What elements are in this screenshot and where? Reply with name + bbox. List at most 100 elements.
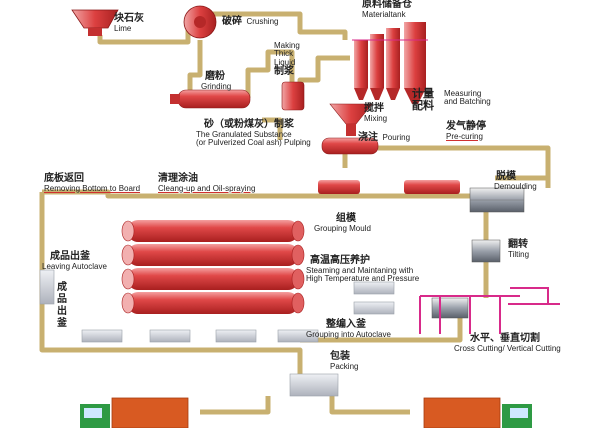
thick-liquid-tank — [281, 81, 305, 111]
conveyor-pulping-feed — [262, 117, 283, 140]
label-material-zh: 原料储备仓 — [362, 0, 412, 10]
tilting-machine — [471, 239, 501, 263]
label-removing-zh: 底板返回 — [44, 173, 84, 184]
label-mixing: 搅拌 Mixing — [364, 103, 388, 123]
material-tanks — [352, 22, 428, 104]
label-leaving-en: Leaving Autoclave — [42, 261, 107, 271]
label-grouping: 组模 Grouping Mould — [314, 213, 371, 233]
autoclave-3 — [128, 292, 298, 314]
label-grinding-zh: 磨粉 — [205, 71, 225, 82]
label-packing: 包装 Packing — [330, 351, 359, 371]
label-pulping: 砂（或粉煤灰）制浆 The Granulated Substance (or P… — [196, 119, 311, 147]
label-removing: 底板返回 Removing Bottom to Board — [44, 173, 141, 193]
conveyor-lime-to-crusher — [97, 26, 191, 45]
label-crushing-en: Crushing — [246, 17, 279, 26]
label-lime-en: Lime — [114, 23, 132, 33]
label-precuring: 发气静停 Pre-curing — [446, 121, 486, 141]
lime-hopper — [71, 9, 119, 36]
trucks — [80, 397, 532, 428]
brick-blocks — [39, 269, 395, 397]
label-pouring: 浇注 Pouring — [358, 128, 410, 145]
label-grouping-zh: 组模 — [336, 213, 356, 224]
label-measuring-en2: and Batching — [444, 97, 491, 107]
conveyor-slurry-to-mixer — [297, 55, 350, 95]
conveyor-cut-to-autoclave — [300, 318, 463, 343]
label-precuring-zh: 发气静停 — [446, 121, 486, 132]
label-grinding-en: Grinding — [201, 81, 232, 91]
autoclave-1 — [128, 244, 298, 266]
label-cutting: 水平、垂直切割 Cross Cutting/ Vertical Cutting — [454, 333, 561, 353]
label-measuring-zh1: 计量 — [412, 87, 434, 100]
autoclave-2 — [128, 268, 298, 290]
label-thick-liquid: Making Thick Liquid 制浆 — [274, 41, 300, 78]
label-lime-zh: 块石灰 — [114, 13, 144, 24]
label-leaving-v2: 品 — [57, 294, 67, 305]
label-thick-en2: Thick — [274, 49, 294, 59]
label-pouring-en: Pouring — [382, 133, 411, 142]
label-lime: 块石灰 Lime — [114, 13, 144, 33]
label-measuring-en1: Measuring — [444, 89, 482, 98]
label-steaming-zh: 高温高压养护 — [310, 255, 370, 266]
grinding-mill — [170, 89, 251, 109]
label-thick-en1: Making — [274, 41, 300, 50]
label-cleaning-en: Cleang-up and Oil-spraying — [158, 183, 256, 193]
label-packing-en: Packing — [330, 361, 359, 371]
label-tilting-en: Tilting — [508, 249, 530, 259]
label-tilting: 翻转 Tilting — [508, 239, 530, 259]
label-mixing-zh: 搅拌 — [364, 103, 384, 114]
label-crushing-zh: 破碎 — [222, 16, 242, 27]
autoclave-0 — [128, 220, 298, 242]
label-pouring-zh: 浇注 — [358, 132, 378, 143]
label-removing-en: Removing Bottom to Board — [44, 183, 141, 193]
pulping-tube — [321, 137, 379, 155]
conveyor-crusher-to-mill — [187, 40, 203, 90]
label-measuring-zh2: 配料 — [412, 98, 434, 112]
label-mixing-en: Mixing — [364, 113, 388, 123]
label-measuring: 计量 配料 — [412, 88, 434, 111]
mixer-funnel — [329, 103, 373, 136]
label-demoulding-en: Demoulding — [494, 181, 537, 191]
label-tilting-zh: 翻转 — [508, 239, 528, 250]
conveyor-packing-out — [200, 396, 410, 415]
label-measuring-en: Measuring and Batching — [444, 89, 491, 107]
label-leaving-zh: 成品出釜 — [50, 251, 90, 262]
label-packing-zh: 包装 — [330, 351, 350, 362]
label-thick-zh: 制浆 — [274, 66, 294, 78]
demoulding-mould — [469, 187, 525, 213]
conveyor-mixer-to-precure — [378, 145, 551, 188]
label-cleaning-zh: 清理涂油 — [158, 173, 198, 184]
label-cutting-en: Cross Cutting/ Vertical Cutting — [454, 343, 561, 353]
autoclaves — [121, 220, 305, 314]
label-thick-en3: Liquid — [274, 57, 296, 67]
label-grinding: 磨粉 Grinding — [201, 71, 231, 91]
label-demoulding-zh: 脱模 — [496, 171, 516, 182]
label-autoclave-en: Grouping into Autoclave — [306, 329, 391, 339]
label-steaming: 高温高压养护 Steaming and Maintaning with High… — [306, 255, 420, 283]
label-pulping-en2: (or Pulverized Coal ash) Pulping — [196, 137, 311, 147]
label-cleaning: 清理涂油 Cleang-up and Oil-spraying — [158, 173, 256, 193]
crusher — [183, 5, 217, 39]
label-leaving: 成品出釜 Leaving Autoclave — [42, 251, 107, 271]
label-leaving-v4: 釜 — [57, 318, 67, 329]
label-precuring-en: Pre-curing — [446, 131, 483, 141]
label-autoclave: 整编入釜 Grouping into Autoclave — [306, 319, 391, 339]
conveyor-bottom-board-return — [42, 189, 470, 199]
label-cutting-zh: 水平、垂直切割 — [470, 333, 540, 344]
label-material: 原料储备仓 Materialtank — [362, 0, 412, 19]
label-leaving-v3: 出 — [57, 306, 67, 317]
label-leaving-vertical: 成 品 出 釜 — [56, 282, 68, 330]
label-steaming-en2: High Temperature and Pressure — [306, 273, 420, 283]
label-steaming-en1: Steaming and Maintaning with — [306, 265, 414, 275]
label-grouping-en: Grouping Mould — [314, 223, 371, 233]
precuring-tubes — [318, 180, 460, 194]
label-pulping-zh: 砂（或粉煤灰）制浆 — [204, 119, 294, 130]
label-autoclave-zh: 整编入釜 — [326, 319, 366, 330]
conveyor-mill-to-liquid — [245, 49, 295, 98]
cutting-machine — [419, 287, 560, 334]
label-crushing: 破碎 Crushing — [222, 12, 278, 29]
label-pulping-en1: The Granulated Substance — [196, 129, 292, 139]
label-demoulding: 脱模 Demoulding — [494, 171, 537, 191]
label-material-en: Materialtank — [362, 9, 406, 19]
